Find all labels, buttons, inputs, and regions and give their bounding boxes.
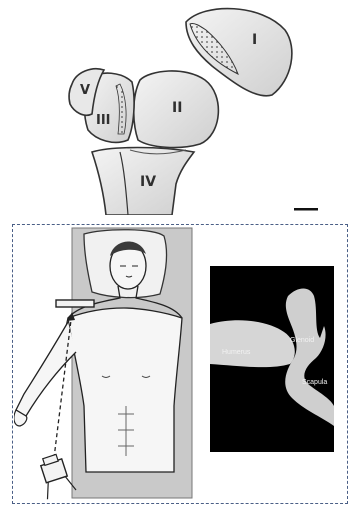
axillary-xray-drawing: Humerus Glenoid Scapula xyxy=(210,266,334,452)
fragment-ii-label: II xyxy=(172,100,182,116)
humerus-shadow xyxy=(210,320,295,367)
axillary-xray-image: Humerus Glenoid Scapula xyxy=(210,266,334,452)
humerus-label: Humerus xyxy=(222,349,251,356)
fragment-ii: II xyxy=(134,71,219,148)
scapula-label: Scapula xyxy=(302,379,327,386)
humerus-fracture-fragments-illustration: I II III V IV xyxy=(0,0,351,215)
fragment-iv-label: IV xyxy=(140,174,156,190)
scale-bar xyxy=(294,208,318,211)
fragment-v-label: V xyxy=(80,83,90,98)
fragment-iv: IV xyxy=(92,148,194,216)
glenoid-label: Glenoid xyxy=(290,337,314,344)
patient-positioning-illustration xyxy=(14,226,194,502)
fragment-iii-label: III xyxy=(96,113,111,128)
xray-tube xyxy=(35,452,76,499)
patient-torso xyxy=(68,308,182,472)
fragment-i-label: I xyxy=(252,32,257,48)
patient-abducted-arm xyxy=(16,322,76,416)
xray-cassette xyxy=(56,300,94,307)
